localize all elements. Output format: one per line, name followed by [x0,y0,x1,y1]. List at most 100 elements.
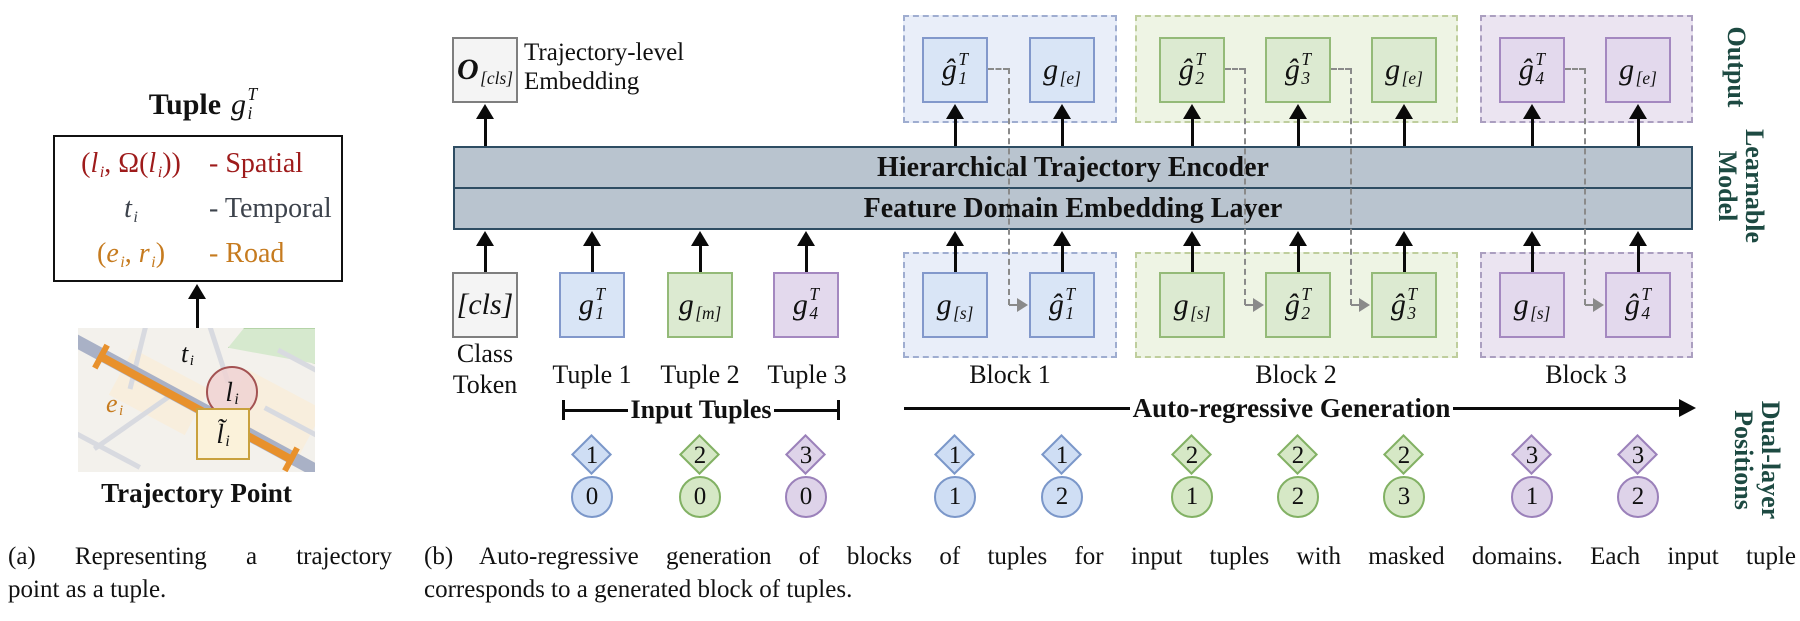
arrow-up-icon [691,231,709,246]
arrow-line [804,244,808,272]
diamond-number: 3 [799,442,813,469]
position-circle: 1 [934,476,976,518]
matched-point-label: l̃​i [216,418,230,450]
tuple-definition-box: (l​i, Ω(l​i)) - Spatial t​i - Temporal (… [53,135,343,282]
position-diamond: 1 [933,433,977,477]
block-1-label: Block 1 [969,360,1051,389]
arrow-up-icon [476,231,494,246]
arrow-up-icon [1395,231,1413,246]
bracket-line [565,408,628,412]
diamond-number: 2 [1291,442,1305,469]
output-box-ge-2: g​[e] [1371,37,1437,103]
arrow-line [1636,117,1640,146]
embedding-label-line2: Embedding [524,68,640,95]
bracket-tick [837,400,841,420]
arrow-shaft [1453,406,1679,410]
hierarchical-trajectory-encoder: Hierarchical Trajectory Encoder [455,148,1691,189]
tuple-row-temporal: t​i - Temporal [55,191,341,226]
feedback-arrow-right-icon [1593,298,1604,312]
arrow-up-icon [1183,231,1201,246]
feedback-line [1009,304,1019,306]
block-3-label: Block 3 [1545,360,1627,389]
arrow-line [953,244,957,272]
autoregressive-arrow: Auto-regressive Generation [904,393,1696,423]
tuple-row-road: (e​i, r​i) - Road [55,236,341,271]
position-diamond: 2 [678,433,722,477]
diamond-number: 1 [948,442,962,469]
diamond-number: 1 [1055,442,1069,469]
arrow-line [1060,244,1064,272]
arrow-up-icon [1053,231,1071,246]
feedback-line [1584,68,1586,305]
diamond-number: 2 [693,442,707,469]
position-circle: 2 [1277,476,1319,518]
arrow-up-icon [1629,231,1647,246]
diamond-number: 3 [1631,442,1645,469]
output-box-ge-3: g​[e] [1605,37,1671,103]
feedback-line [1245,304,1255,306]
edge-label: e​i [106,389,124,420]
arrow-line [1060,117,1064,146]
arrow-line [698,244,702,272]
position-diamond: 2 [1382,433,1426,477]
arrow-line [590,244,594,272]
tuple-2-label: Tuple 2 [660,360,740,389]
arrow-line [1190,117,1194,146]
position-circle: 1 [1511,476,1553,518]
gps-point-label: l​i [225,376,239,408]
embedding-label-line1: Trajectory-level [524,39,685,66]
diamond-number: 1 [585,442,599,469]
arrow-up-icon [1289,231,1307,246]
arrow-right-icon [1679,399,1696,417]
arrow-up-icon [188,284,206,299]
arrow-up-icon [1289,104,1307,119]
arrow-line [1402,244,1406,272]
tuple-row-spatial: (l​i, Ω(l​i)) - Spatial [55,146,341,181]
feedback-line [1350,68,1352,305]
arrow-up-icon [1183,104,1201,119]
input-box-gs-2: g​[s] [1159,272,1225,338]
arrow-up-icon [946,104,964,119]
tuple-1-label: Tuple 1 [552,360,632,389]
arrow-line [1530,244,1534,272]
temporal-formula: t​i [124,192,138,226]
position-circle: 0 [785,476,827,518]
input-box-gm: g​[m] [667,272,733,338]
caption-b-line1: (b) Auto-regressive generation of blocks… [424,543,1796,570]
input-box-gs-1: g​[s] [922,272,988,338]
side-label-dual-layer-positions: Dual-layer Positions [1728,385,1785,535]
feedback-arrow-right-icon [1359,298,1370,312]
diamond-number: 3 [1525,442,1539,469]
arrow-up-icon [797,231,815,246]
class-token-label-line1: Class [456,339,514,368]
time-label: t​i [181,339,194,370]
arrow-line [1296,117,1300,146]
road-formula: (e​i, r​i) [96,237,166,271]
arrow-line [483,244,487,272]
feedback-line [988,68,1009,70]
output-box-ge-1: g​[e] [1029,37,1095,103]
position-circle: 1 [1171,476,1213,518]
caption-a-line1: (a) Representing a trajectory [8,543,392,570]
position-circle: 0 [679,476,721,518]
diamond-number: 2 [1185,442,1199,469]
arrow-line [953,117,957,146]
feedback-line [1008,68,1010,305]
arrow-up-icon [1523,231,1541,246]
feedback-line [1225,68,1245,70]
spatial-label: - Spatial [209,147,304,179]
feedback-arrow-right-icon [1017,298,1028,312]
arrow-up-icon [476,104,494,119]
arrow-line [1296,244,1300,272]
input-tuples-bracket: Input Tuples [562,395,841,424]
arrow-up-icon [1523,104,1541,119]
